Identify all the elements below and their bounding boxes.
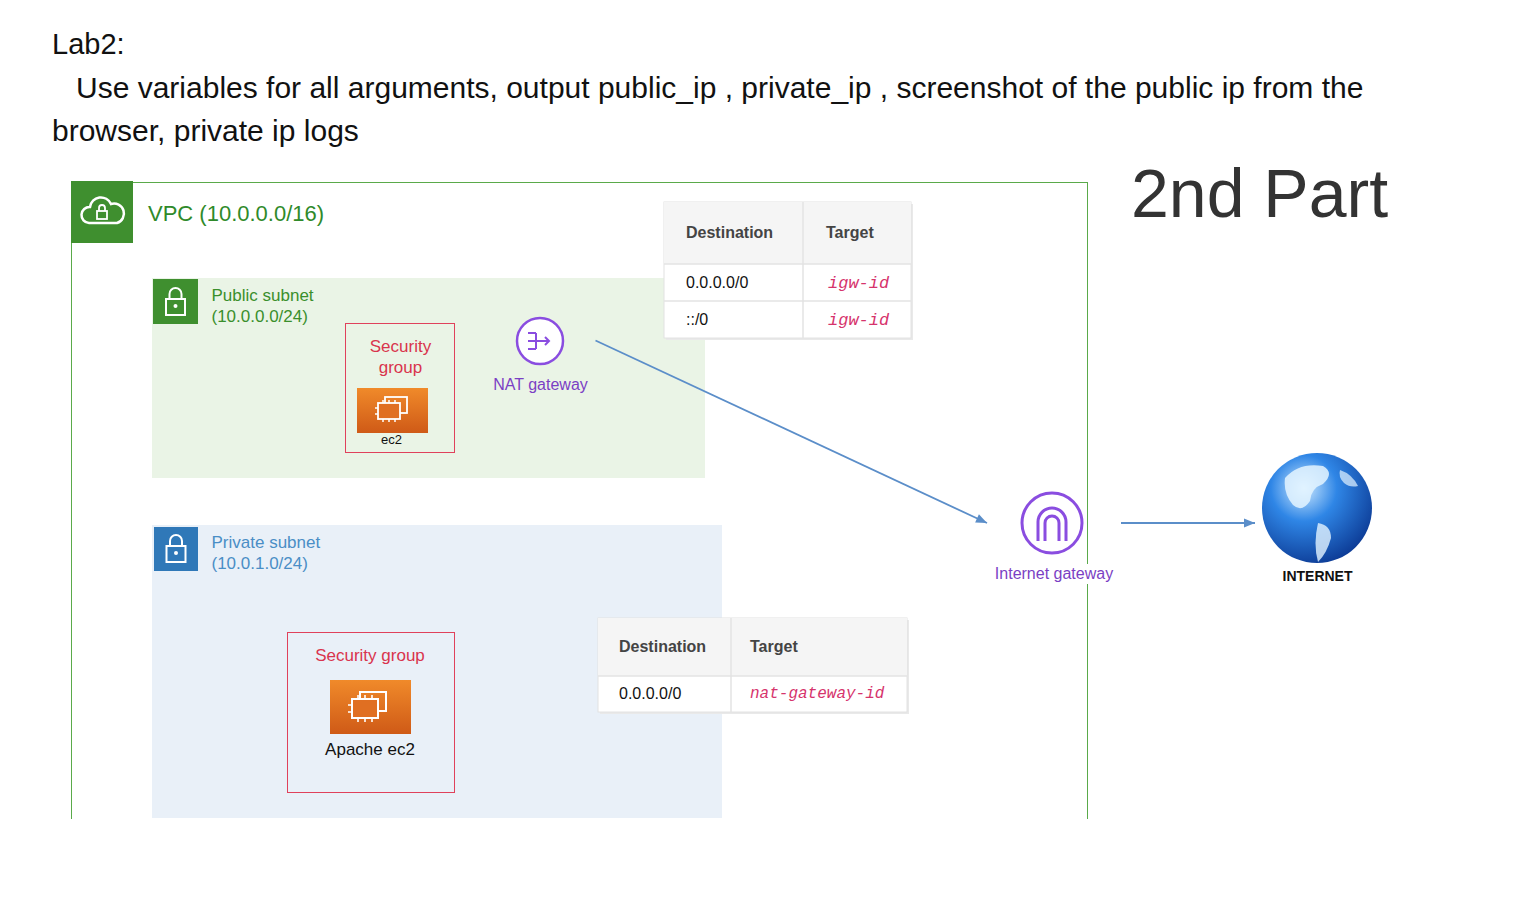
table-header-cell: Destination — [686, 202, 798, 264]
chip-back — [385, 397, 407, 413]
lock-body — [167, 546, 186, 562]
security-group: Security groupApache ec2 — [287, 632, 455, 793]
route-table — [664, 202, 913, 340]
label-wrap: 2nd Part — [1131, 155, 1461, 231]
nat-gateway: NAT gateway — [486, 316, 596, 398]
icon-ring — [1022, 493, 1082, 553]
table-cell: igw-id — [828, 265, 908, 301]
table-frame — [598, 618, 907, 712]
public-subnet-icon — [153, 279, 198, 324]
icon-square — [153, 279, 198, 324]
label-wrap: Destination — [686, 202, 798, 264]
globe-continent — [1340, 470, 1359, 487]
label-wrap: 0.0.0.0/0 — [619, 676, 727, 712]
globe-continent — [1285, 465, 1329, 508]
table-header — [598, 618, 907, 676]
gateway-arch — [1038, 508, 1066, 541]
globe-continent — [1316, 523, 1332, 562]
table-grid — [598, 618, 907, 712]
label-wrap: igw-id — [828, 302, 908, 338]
node-label: Public subnet (10.0.0.0/24) — [212, 285, 337, 327]
table-grid — [664, 202, 911, 338]
node-label: ec2 — [356, 433, 427, 447]
ec2-square — [357, 388, 428, 433]
table-shadow — [600, 620, 909, 714]
table-cell: ::/0 — [686, 302, 798, 338]
internet-gateway-icon — [1022, 493, 1082, 553]
table-frame — [664, 202, 911, 338]
icon-square — [71, 181, 133, 243]
lock-keyhole — [174, 551, 178, 555]
lock-body — [97, 211, 107, 219]
gateway-arch — [1045, 516, 1059, 541]
label-wrap: igw-id — [828, 265, 908, 301]
public-subnet: Public subnet (10.0.0.0/24)Security grou… — [152, 278, 705, 478]
table-header — [664, 202, 911, 264]
ec2-instance: ec2 — [356, 387, 427, 450]
lock-shackle — [170, 535, 182, 546]
connector-arrow — [1121, 519, 1255, 528]
lock-shackle — [170, 288, 182, 299]
node-label: Security group — [288, 645, 453, 666]
lock-body — [166, 299, 185, 315]
nat-symbol — [528, 333, 549, 349]
label-wrap: ::/0 — [686, 302, 798, 338]
node-label: INTERNET — [1255, 567, 1380, 585]
arrow-head — [975, 514, 987, 523]
chip-back — [360, 692, 386, 711]
internet-gateway: Internet gateway — [987, 490, 1121, 586]
private-subnet-icon — [154, 527, 198, 571]
table-cell: igw-id — [828, 302, 908, 338]
part-heading: 2nd Part — [1131, 155, 1461, 231]
ec2-square — [330, 680, 411, 734]
chip-pins — [348, 695, 372, 722]
chip-pins — [375, 400, 395, 422]
label-wrap: Target — [826, 202, 906, 264]
label-wrap: 0.0.0.0/0 — [686, 265, 798, 301]
node-label: VPC (10.0.0.0/16) — [148, 201, 468, 227]
icon-square — [154, 527, 198, 571]
connector-line — [596, 341, 988, 524]
security-group: Security group ec2 — [345, 323, 455, 453]
vpc-region: VPC (10.0.0.0/16) Public subnet (10.0.0.0… — [71, 182, 1088, 819]
ec2-icon — [330, 680, 411, 734]
table-cell: 0.0.0.0/0 — [619, 676, 727, 712]
nat-gateway-icon — [517, 318, 563, 364]
connector-line — [1121, 522, 1255, 524]
node-label: Apache ec2 — [309, 739, 431, 760]
chip-front — [352, 699, 378, 718]
node-label: Internet gateway — [987, 564, 1121, 584]
lock-shackle — [99, 205, 105, 211]
table-header-cell: Target — [826, 202, 906, 264]
table-shadow — [666, 204, 913, 340]
internet-globe: INTERNET — [1255, 450, 1380, 588]
table-header-cell: Destination — [619, 618, 727, 676]
title-wrap: Lab2: — [52, 26, 125, 62]
ec2-instance: Apache ec2 — [309, 677, 431, 767]
title: Lab2: — [52, 26, 125, 62]
node-label: Security group — [353, 336, 449, 378]
cloud-outline — [81, 197, 123, 223]
table-cell: nat-gateway-id — [750, 676, 904, 712]
arrow-head — [1244, 519, 1255, 528]
node-label: Private subnet (10.0.1.0/24) — [212, 532, 337, 574]
label-wrap: nat-gateway-id — [750, 676, 904, 712]
label-wrap: Destination — [619, 618, 727, 676]
globe-sphere — [1262, 453, 1372, 563]
label-wrap: Target — [750, 618, 900, 676]
table-cell: 0.0.0.0/0 — [686, 265, 798, 301]
route-table — [598, 618, 909, 714]
node-label: NAT gateway — [486, 375, 596, 395]
label-wrap: Use variables for all arguments, output … — [52, 66, 1462, 152]
chip-front — [378, 403, 400, 419]
vpc-icon — [71, 181, 133, 243]
globe-icon — [1262, 453, 1372, 563]
private-subnet: Private subnet (10.0.1.0/24) Security gro… — [152, 525, 722, 818]
lock-keyhole — [174, 304, 178, 308]
connector-arrow — [596, 341, 988, 524]
ec2-icon — [357, 388, 428, 433]
icon-ring — [517, 318, 563, 364]
instruction-text: Use variables for all arguments, output … — [52, 66, 1462, 152]
table-header-cell: Target — [750, 618, 900, 676]
